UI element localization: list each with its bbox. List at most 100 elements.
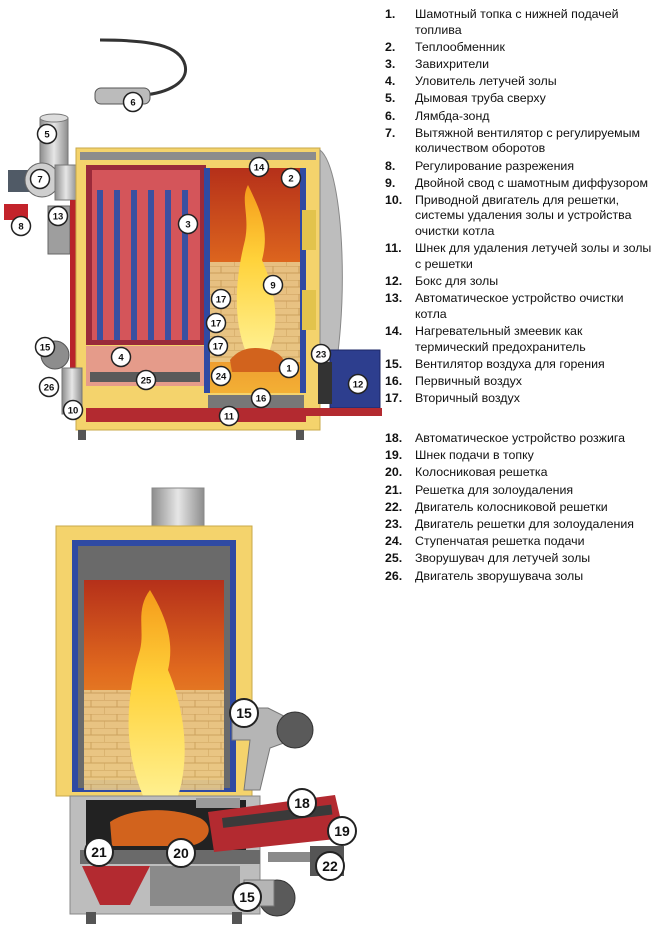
callout-number: 3 bbox=[185, 220, 190, 231]
callout-number: 9 bbox=[270, 281, 275, 292]
callout-circle bbox=[135, 369, 157, 391]
callout-number: 17 bbox=[213, 342, 224, 353]
callout-circle bbox=[34, 336, 56, 358]
legend-number: 14. bbox=[385, 324, 403, 338]
callout-12: 12 bbox=[347, 373, 369, 395]
callout-number: 14 bbox=[254, 163, 265, 174]
callout-circle bbox=[262, 274, 284, 296]
callout-24: 24 bbox=[210, 365, 232, 387]
callout-number: 2 bbox=[288, 174, 293, 185]
legend-item: 1.Шамотный топка с нижней подачей топлив… bbox=[385, 7, 657, 38]
legend-item: 5.Дымовая труба сверху bbox=[385, 91, 657, 107]
legend-item: 15. Вентилятор воздуха для горения bbox=[385, 357, 657, 373]
callout-number: 6 bbox=[130, 98, 135, 109]
callout-circle bbox=[36, 123, 58, 145]
legend-number: 8. bbox=[385, 158, 396, 173]
callout-number: 15 bbox=[236, 705, 252, 721]
callout-17: 17 bbox=[207, 335, 229, 357]
callout-circle bbox=[38, 376, 60, 398]
callout-circle bbox=[177, 213, 199, 235]
legend-item: 20.Колосниковая решетка bbox=[385, 465, 657, 481]
callout-17: 17 bbox=[210, 288, 232, 310]
callout-number: 12 bbox=[353, 380, 364, 391]
legend-text: Шнек для удаления летучей золы и золы с … bbox=[415, 241, 652, 271]
callout-circle bbox=[84, 837, 114, 867]
callout-number: 7 bbox=[37, 175, 42, 186]
callout-number: 5 bbox=[44, 130, 50, 141]
callout-circle bbox=[248, 156, 270, 178]
callout-circle bbox=[218, 405, 240, 427]
legend-number: 4. bbox=[385, 74, 396, 89]
legend-text: Зворушувач для летучей золы bbox=[415, 551, 591, 566]
callout-number: 10 bbox=[68, 406, 79, 417]
legend-text: Лямбда-зонд bbox=[415, 108, 490, 123]
callout-circle bbox=[232, 882, 262, 912]
callout-circle bbox=[210, 365, 232, 387]
callout-circle bbox=[287, 788, 317, 818]
callout-number: 15 bbox=[40, 343, 51, 354]
callout-circle bbox=[229, 698, 259, 728]
callout-circle bbox=[210, 288, 232, 310]
callout-21: 21 bbox=[84, 837, 114, 867]
callout-15: 15 bbox=[232, 882, 262, 912]
legend-item: 4.Уловитель летучей золы bbox=[385, 74, 657, 90]
legend-number: 17. bbox=[385, 391, 403, 406]
callout-circle bbox=[315, 851, 345, 881]
legend-number: 22. bbox=[385, 499, 403, 514]
legend-text: Вторичный воздух bbox=[415, 391, 520, 406]
callout-number: 13 bbox=[53, 212, 64, 223]
legend-item: 23. Двигатель решетки для золоудаления bbox=[385, 517, 657, 533]
legend-number: 26. bbox=[385, 568, 403, 583]
legend-text: Колосниковая решетка bbox=[415, 465, 548, 480]
boiler-side-view bbox=[4, 38, 382, 440]
legend-number: 16. bbox=[385, 373, 403, 388]
legend-number: 3. bbox=[385, 56, 396, 71]
callout-circle bbox=[166, 838, 196, 868]
legend-text: Двигатель решетки для золоудаления bbox=[415, 516, 634, 531]
legend-text: Ступенчатая решетка подачи bbox=[415, 534, 585, 549]
callout-25: 25 bbox=[135, 369, 157, 391]
legend-item: 10.Приводной двигатель для решетки, сист… bbox=[385, 193, 657, 240]
legend-item: 18.Автоматическое устройство розжига bbox=[385, 431, 657, 447]
callout-circle bbox=[47, 205, 69, 227]
legend-text: Двигатель зворушувача золы bbox=[415, 568, 584, 583]
callout-22: 22 bbox=[315, 851, 345, 881]
callout-6: 6 bbox=[122, 91, 144, 113]
legend-text: Регулирование разрежения bbox=[415, 158, 575, 173]
legend-item: 9.Двойной свод с шамотным диффузором bbox=[385, 176, 657, 192]
legend-text: Вентилятор воздуха для горения bbox=[415, 356, 605, 371]
callout-11: 11 bbox=[218, 405, 240, 427]
callout-5: 5 bbox=[36, 123, 58, 145]
legend-text: Завихрители bbox=[415, 56, 490, 71]
callout-number: 22 bbox=[322, 858, 338, 874]
legend-number: 15. bbox=[385, 356, 403, 371]
legend-item: 17. Вторичный воздух bbox=[385, 391, 657, 407]
legend-number: 23. bbox=[385, 516, 403, 531]
callout-number: 4 bbox=[118, 353, 124, 364]
legend-number: 24. bbox=[385, 534, 403, 549]
callout-circle bbox=[310, 343, 332, 365]
legend-list-top: 1.Шамотный топка с нижней подачей топлив… bbox=[385, 7, 657, 408]
callout-number: 24 bbox=[216, 372, 227, 383]
callout-7: 7 bbox=[29, 168, 51, 190]
legend-item: 26. Двигатель зворушувача золы bbox=[385, 569, 657, 585]
callout-2: 2 bbox=[280, 167, 302, 189]
callout-1: 1 bbox=[278, 357, 300, 379]
callout-16: 16 bbox=[250, 387, 272, 409]
legend-number: 6. bbox=[385, 108, 396, 123]
callout-circle bbox=[207, 335, 229, 357]
callout-19: 19 bbox=[327, 816, 357, 846]
callout-circle bbox=[280, 167, 302, 189]
callout-15: 15 bbox=[229, 698, 259, 728]
legend-item: 2.Теплообменник bbox=[385, 40, 657, 56]
callout-number: 16 bbox=[256, 394, 267, 405]
callout-circle bbox=[250, 387, 272, 409]
callout-circle bbox=[10, 215, 32, 237]
legend-text: Решетка для золоудаления bbox=[415, 482, 574, 497]
legend-text: Автоматическое устройство очистки котла bbox=[415, 291, 624, 321]
callout-number: 20 bbox=[173, 845, 189, 861]
callout-3: 3 bbox=[177, 213, 199, 235]
legend-item: 24. Ступенчатая решетка подачи bbox=[385, 534, 657, 550]
legend-number: 9. bbox=[385, 175, 396, 190]
legend-item: 25.Зворушувач для летучей золы bbox=[385, 551, 657, 567]
